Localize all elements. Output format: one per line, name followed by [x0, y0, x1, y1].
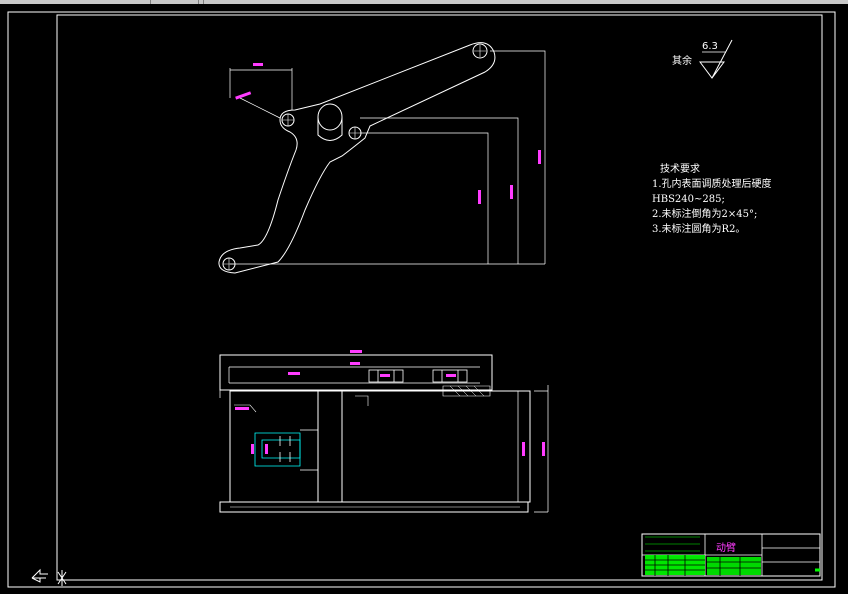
- pin-detail: [279, 429, 319, 471]
- ucs-arrow-icon: [31, 568, 48, 583]
- technical-requirements: 技术要求 1.孔内表面调质处理后硬度 HBS240~285; 2.未标注倒角为2…: [652, 162, 772, 237]
- roughness-value: 6.3: [702, 41, 718, 52]
- tech-req-line: 3.未标注圆角为R2。: [652, 224, 746, 235]
- boss-ellipse: [317, 103, 343, 131]
- toolbar-separator: [198, 0, 199, 4]
- top-view-dimension-texts: [235, 350, 545, 456]
- arm-outline: [218, 42, 496, 274]
- dim-vertical-extensions: [230, 50, 546, 265]
- front-view-dimension-texts: [235, 63, 541, 204]
- tech-req-line: 1.孔内表面调质处理后硬度: [652, 179, 772, 190]
- boss-side: [317, 117, 343, 141]
- top-view-upper-plate: [219, 354, 493, 391]
- toolbar-separator: [203, 0, 204, 4]
- top-toolbar-strip: [0, 0, 848, 4]
- top-view-body: [229, 390, 531, 503]
- toolbar-separator: [150, 0, 151, 4]
- top-view-boss: [317, 390, 343, 503]
- inner-frame: [56, 14, 823, 581]
- hidden-detail: [254, 432, 301, 467]
- tech-req-line: 2.未标注倒角为2×45°;: [652, 209, 758, 220]
- outer-frame: [7, 11, 836, 588]
- top-hole: [472, 43, 488, 59]
- front-view: [218, 42, 546, 274]
- roughness-label: 其余: [672, 56, 692, 67]
- top-view: [219, 354, 549, 513]
- top-view-lower-plate: [219, 501, 529, 513]
- roughness-symbol-icon: [699, 39, 733, 79]
- leader-line: [239, 97, 281, 119]
- tech-req-heading: 技术要求: [660, 164, 700, 175]
- tech-req-line: HBS240~285;: [652, 194, 725, 205]
- part-name: 动臂: [716, 543, 736, 554]
- ucs-cross-icon: [57, 570, 67, 586]
- title-block: [641, 533, 821, 577]
- dim-horizontal: [229, 68, 293, 110]
